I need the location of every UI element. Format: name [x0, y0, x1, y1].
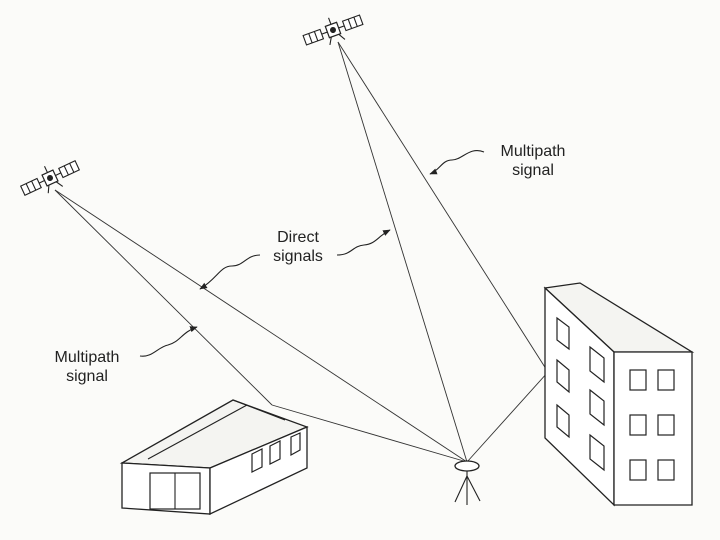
leader-direct-1 [199, 254, 261, 290]
multipath-ray-left-in [54, 189, 273, 406]
multipath-label-line2: signal [66, 368, 108, 385]
multipath-ray-top-out [466, 371, 549, 463]
side-windows [556, 316, 605, 472]
leader-multipath-top [429, 150, 485, 175]
direct-signals-label: Direct signals [258, 228, 338, 266]
leader-multipath-left [139, 326, 198, 357]
building-window [290, 432, 301, 457]
multipath-ray-left-out [271, 404, 468, 463]
satellite-icon [19, 160, 81, 196]
multipath-label-line1: Multipath [54, 349, 120, 366]
satellite-icon [302, 14, 364, 46]
building-window [269, 440, 281, 465]
front-windows [629, 369, 675, 481]
multipath-ray-top-in [337, 41, 549, 373]
multipath-signal-label-left: Multipath signal [40, 348, 134, 386]
building-window [251, 448, 263, 473]
label-leaders [139, 150, 485, 357]
direct-label-line2: signals [273, 248, 323, 265]
multipath-label-line2: signal [512, 162, 554, 179]
multipath-label-line1: Multipath [500, 143, 566, 160]
signal-rays [54, 41, 549, 463]
multipath-signal-label-top: Multipath signal [486, 142, 580, 180]
low-building [119, 399, 309, 516]
direct-label-line1: Direct [277, 229, 319, 246]
gps-receiver-icon [454, 460, 481, 505]
direct-signal-top [337, 41, 468, 463]
leader-direct-2 [336, 229, 391, 256]
direct-signal-left [54, 189, 468, 463]
tall-building [543, 282, 695, 507]
